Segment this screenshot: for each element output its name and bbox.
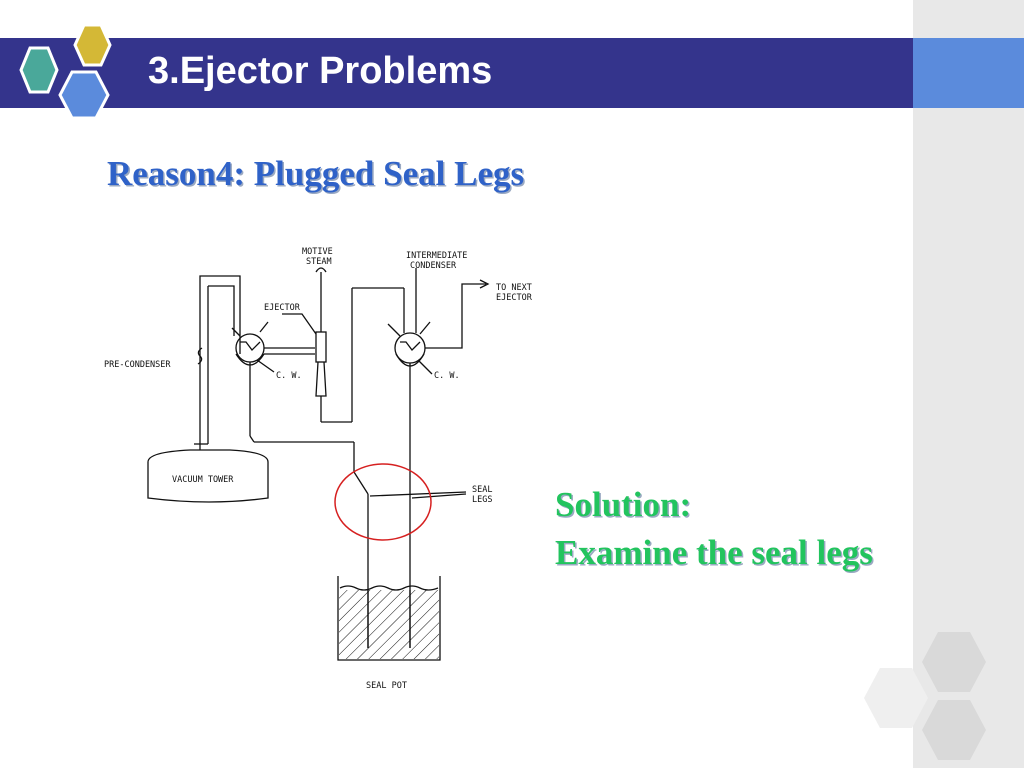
label-steam: STEAM bbox=[306, 257, 332, 267]
deco-hex-bottom bbox=[922, 700, 986, 760]
label-condenser: CONDENSER bbox=[410, 261, 457, 271]
label-pre-condenser: PRE-CONDENSER bbox=[104, 360, 171, 370]
hex-blue-shape bbox=[58, 70, 110, 120]
title-bar bbox=[0, 38, 913, 108]
seal-pot-vessel bbox=[337, 576, 441, 661]
solution-heading: Solution: bbox=[555, 485, 692, 524]
label-seal-pot: SEAL POT bbox=[366, 681, 407, 691]
title-accent-block bbox=[913, 38, 1024, 108]
solution-block: Solution: Examine the seal legs bbox=[555, 481, 873, 577]
label-seal: SEAL bbox=[472, 485, 492, 495]
label-legs: LEGS bbox=[472, 495, 492, 505]
label-to-next: TO NEXT bbox=[496, 283, 532, 293]
ejector-body bbox=[315, 331, 327, 363]
hex-teal-shape bbox=[19, 46, 59, 94]
label-vacuum-tower: VACUUM TOWER bbox=[172, 475, 234, 485]
hex-gold-shape bbox=[73, 23, 112, 67]
deco-hex-top bbox=[922, 632, 986, 692]
seal-legs-highlight-circle bbox=[334, 463, 432, 541]
label-ejector: EJECTOR bbox=[264, 303, 301, 313]
vacuum-tower-vessel bbox=[147, 449, 269, 503]
seal-pot-liquid bbox=[339, 590, 439, 659]
deco-hex-left bbox=[864, 668, 928, 728]
label-cw-left: C. W. bbox=[276, 371, 302, 381]
hexagon-logo-icon bbox=[19, 23, 112, 120]
label-intermediate: INTERMEDIATE bbox=[406, 251, 467, 261]
solution-text: Examine the seal legs bbox=[555, 533, 873, 572]
slide-title: 3.Ejector Problems bbox=[148, 50, 493, 92]
decorative-hexagons-icon bbox=[864, 632, 986, 760]
label-next-ejector: EJECTOR bbox=[496, 293, 533, 303]
ejector-system-diagram: MOTIVE STEAM INTERMEDIATE CONDENSER TO N… bbox=[104, 247, 533, 691]
label-motive: MOTIVE bbox=[302, 247, 333, 257]
label-cw-right: C. W. bbox=[434, 371, 460, 381]
reason-heading: Reason4: Plugged Seal Legs bbox=[107, 154, 525, 193]
